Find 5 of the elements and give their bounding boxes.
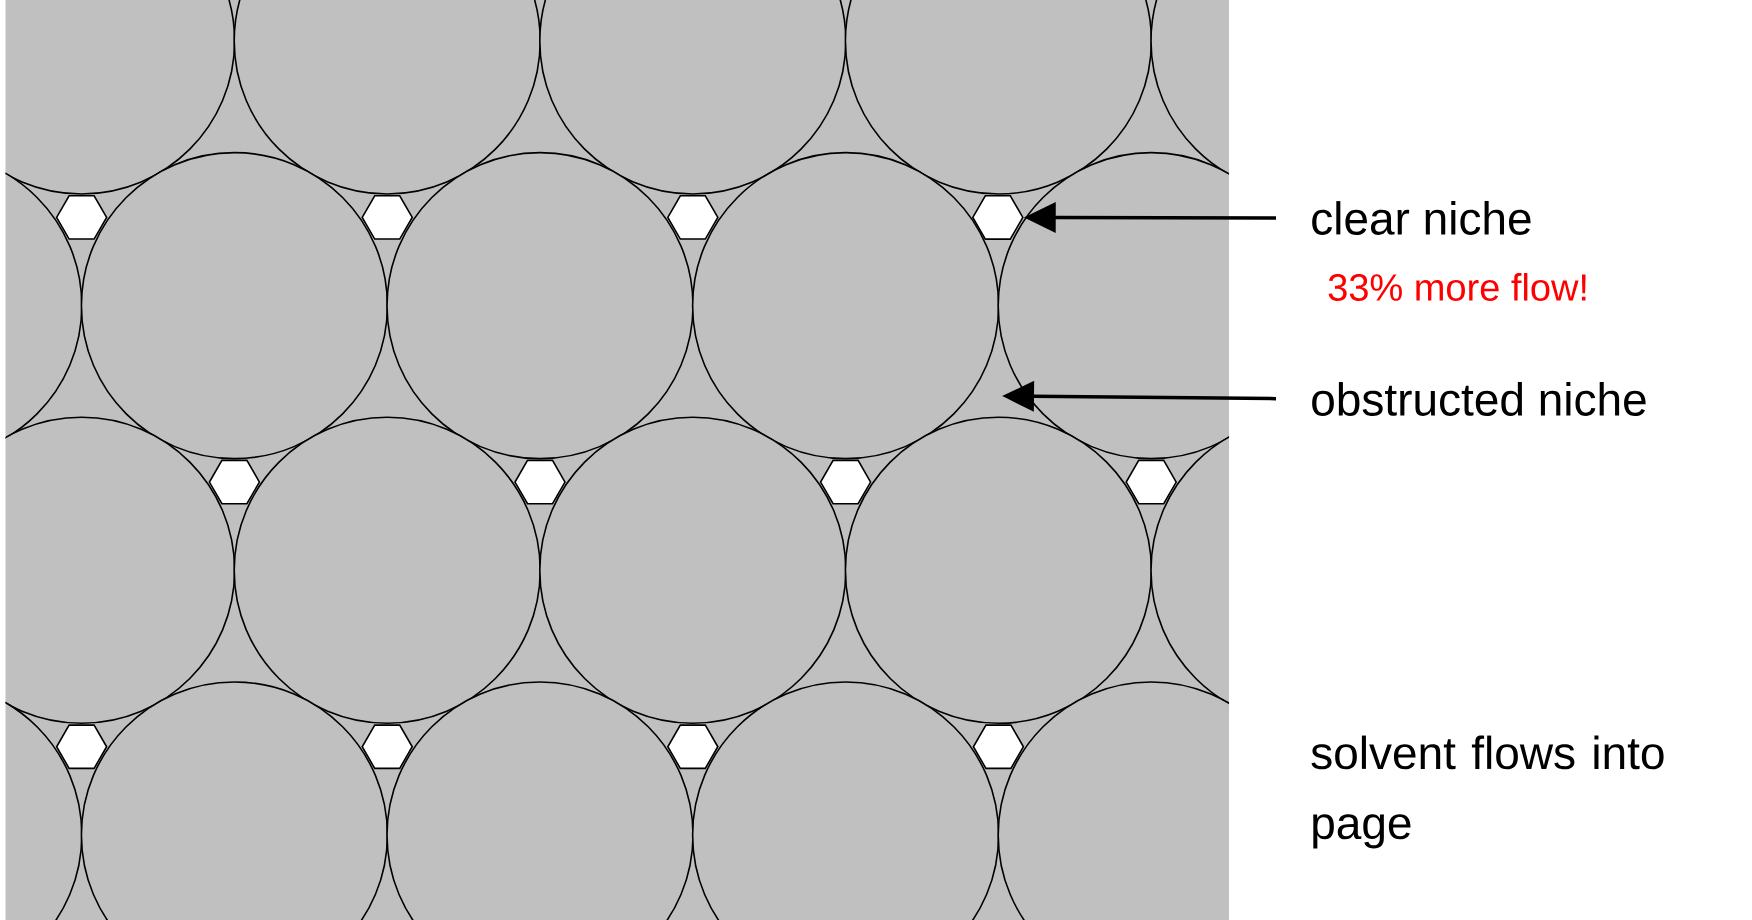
niche-hexagon — [971, 195, 1024, 240]
note-text: 33% more flow! — [1328, 273, 1586, 301]
niche-label: obstructed niche — [1312, 382, 1646, 416]
niche-label: clear niche — [1312, 201, 1531, 235]
caption-text: solvent flows into page — [1311, 735, 1664, 849]
